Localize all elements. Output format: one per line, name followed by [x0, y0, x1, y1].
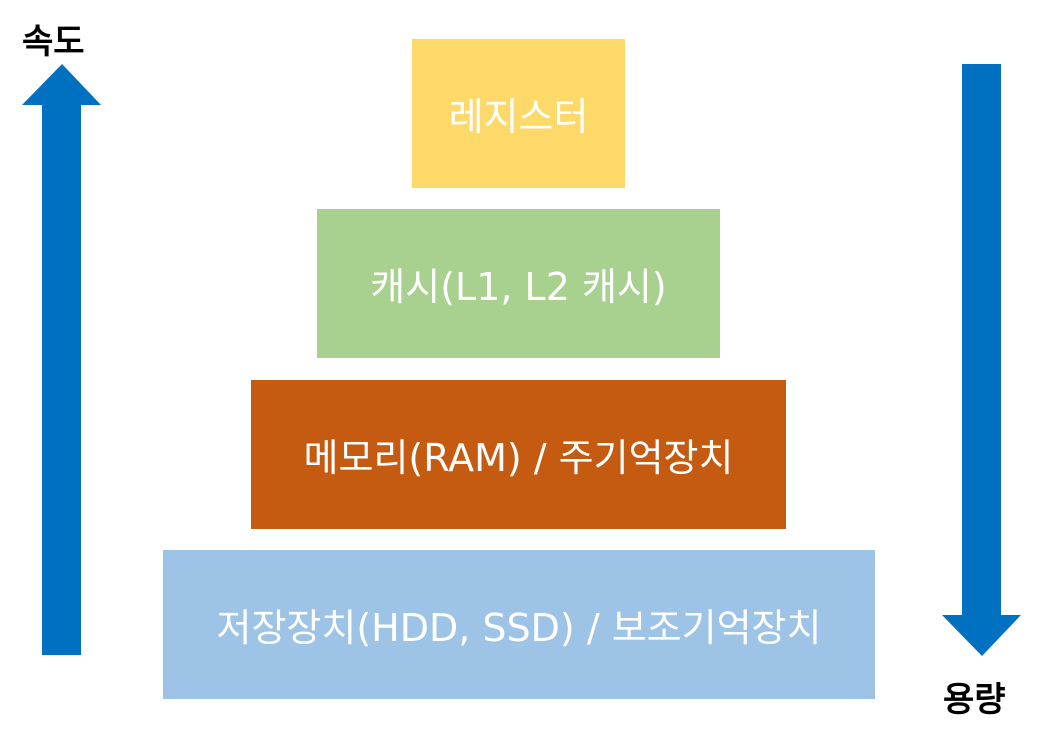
capacity-axis-label: 용량	[943, 680, 1006, 720]
tier-cache: 캐시(L1, L2 캐시)	[317, 209, 720, 358]
tier-storage-label: 저장장치(HDD, SSD) / 보조기억장치	[216, 606, 822, 650]
speed-up-arrow-icon	[22, 64, 101, 655]
capacity-down-arrow-icon	[942, 64, 1021, 656]
tier-cache-label: 캐시(L1, L2 캐시)	[370, 265, 667, 309]
speed-arrow-shape	[22, 64, 101, 655]
tier-memory: 메모리(RAM) / 주기억장치	[251, 380, 786, 529]
speed-axis-label: 속도	[22, 22, 85, 62]
tier-storage: 저장장치(HDD, SSD) / 보조기억장치	[163, 550, 875, 699]
capacity-arrow-shape	[942, 64, 1021, 656]
tier-register: 레지스터	[412, 39, 625, 188]
tier-memory-label: 메모리(RAM) / 주기억장치	[303, 436, 734, 480]
tier-register-label: 레지스터	[448, 95, 589, 139]
